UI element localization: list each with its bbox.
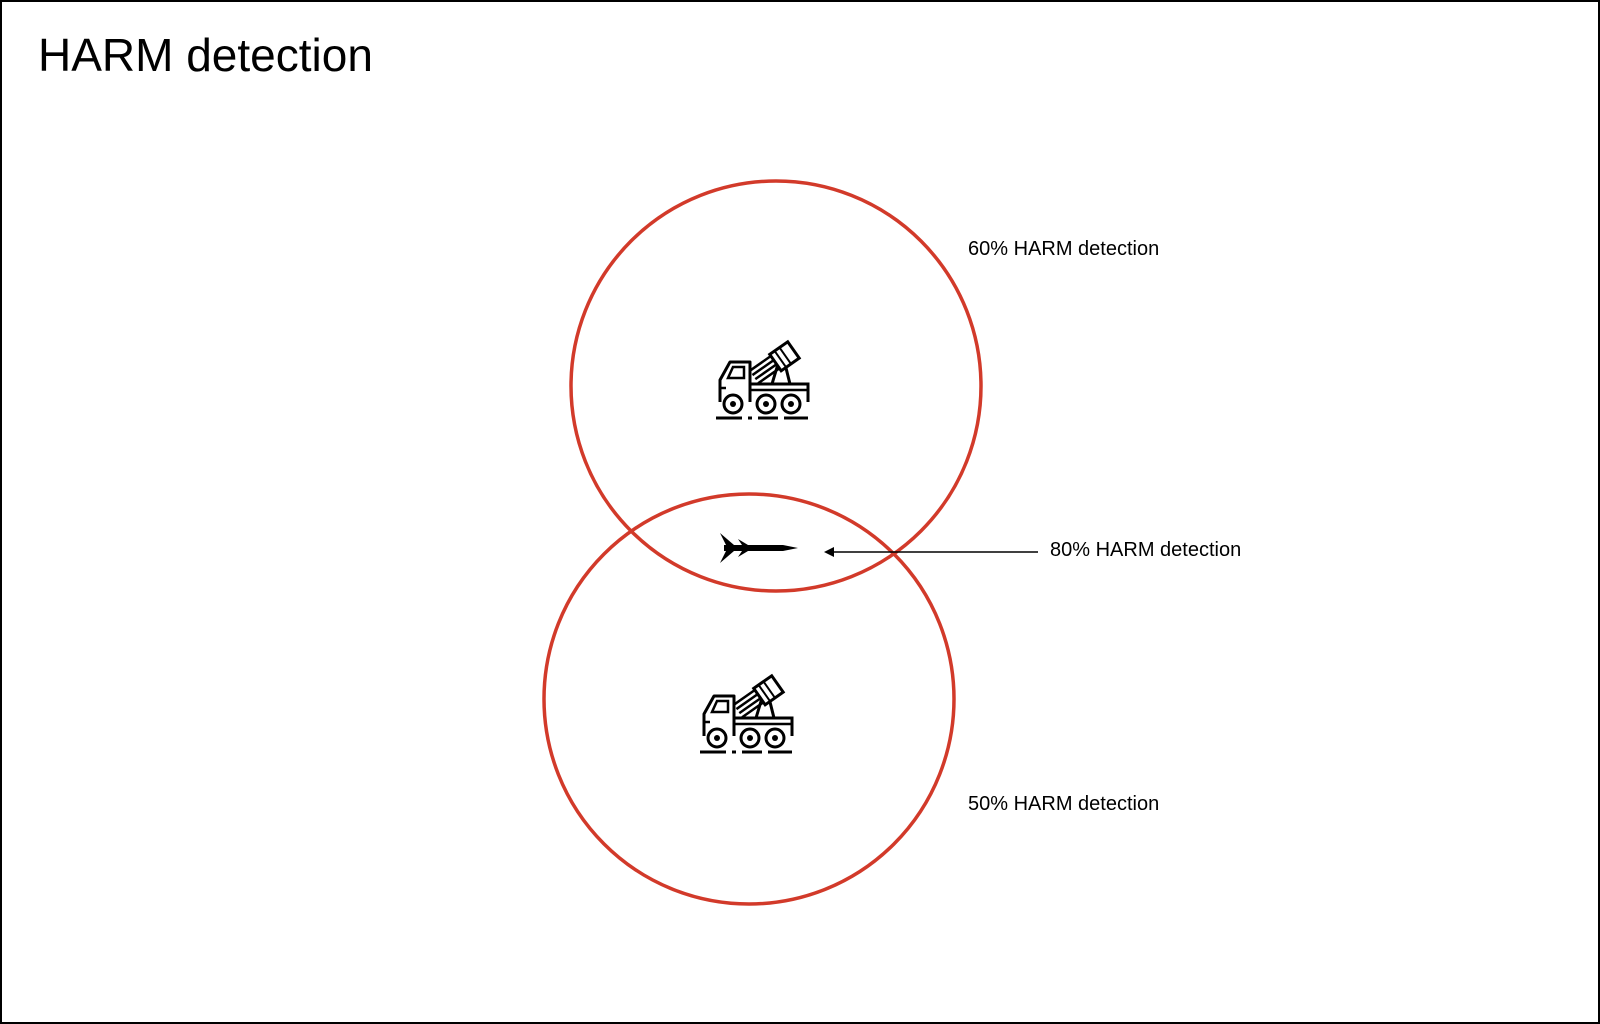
- overlap-label: 80% HARM detection: [1050, 539, 1242, 561]
- zone-label-bottom: 50% HARM detection: [968, 793, 1160, 815]
- detection-zone-circle-bottom: [542, 492, 956, 906]
- rocket-launcher-truck-icon: [698, 674, 794, 754]
- rocket-launcher-truck-icon: [714, 340, 810, 420]
- diagram-title: HARM detection: [38, 29, 373, 81]
- detection-zone-circle-top: [569, 179, 983, 593]
- overlap-arrow: [824, 547, 1038, 557]
- missile-icon: [720, 533, 798, 563]
- zone-label-top: 60% HARM detection: [968, 238, 1160, 260]
